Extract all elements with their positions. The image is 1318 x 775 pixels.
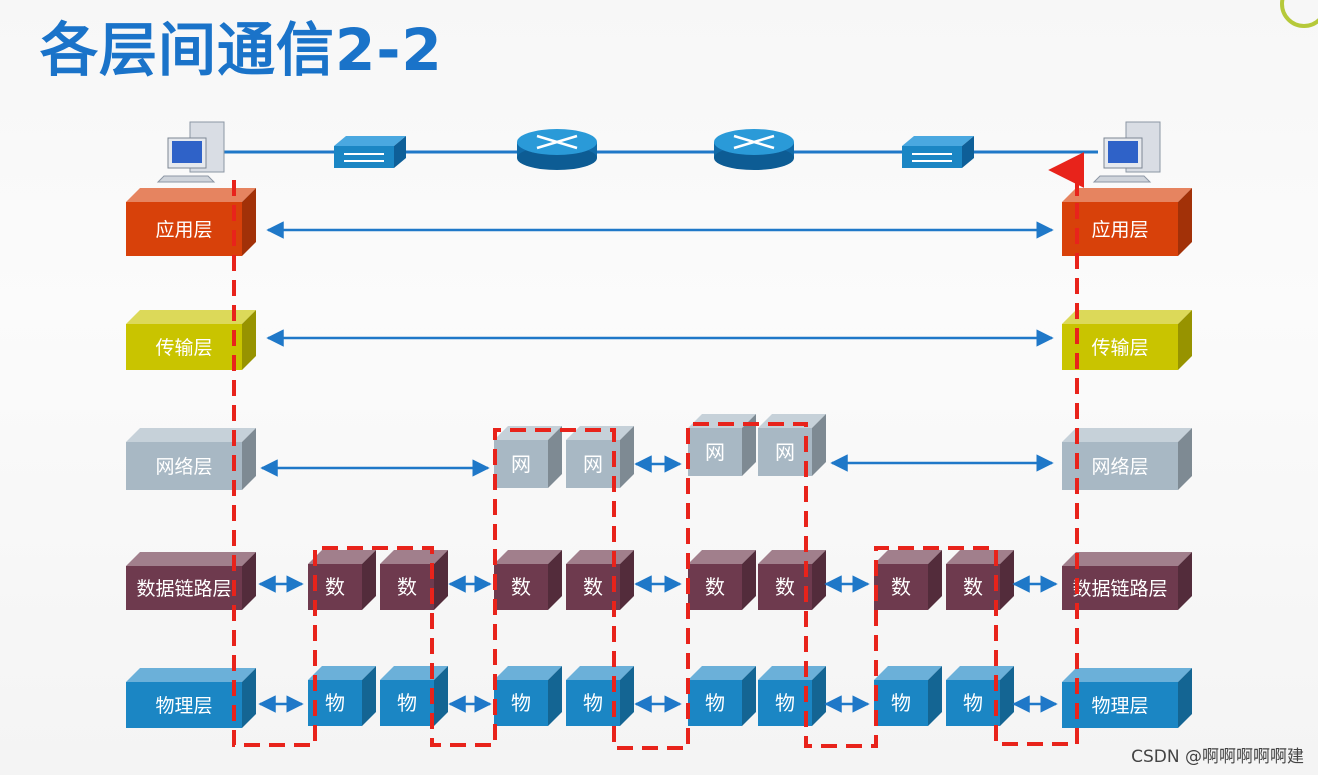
device-physical-block-4: 物 <box>566 666 634 726</box>
left-router-icon <box>517 129 597 170</box>
router-network-block-4-label: 网 <box>775 440 795 464</box>
right-host-transport-layer: 传输层 <box>1062 310 1192 370</box>
device-datalink-block-6-label: 数 <box>775 575 795 599</box>
device-physical-block-3-label: 物 <box>511 691 531 715</box>
device-datalink-block-1: 数 <box>308 550 376 610</box>
right-host-physical-layer: 物理层 <box>1062 668 1192 728</box>
device-physical-block-1: 物 <box>308 666 376 726</box>
device-datalink-block-8-label: 数 <box>963 575 983 599</box>
left-host-datalink-layer: 数据链路层 <box>126 552 256 610</box>
device-physical-block-8-label: 物 <box>963 691 983 715</box>
device-datalink-block-7-label: 数 <box>891 575 911 599</box>
device-datalink-block-5: 数 <box>688 550 756 610</box>
left-host-network-layer-label: 网络层 <box>155 456 212 478</box>
device-datalink-block-2-label: 数 <box>397 575 417 599</box>
left-host-app-layer: 应用层 <box>126 188 256 256</box>
left-host-transport-layer: 传输层 <box>126 310 256 370</box>
left-host-physical-layer-label: 物理层 <box>155 695 212 717</box>
device-physical-block-7-label: 物 <box>891 691 911 715</box>
router-network-block-1: 网 <box>494 426 562 488</box>
device-physical-block-1-label: 物 <box>325 691 345 715</box>
device-datalink-block-1-label: 数 <box>325 575 345 599</box>
device-physical-block-8: 物 <box>946 666 1014 726</box>
right-computer-icon <box>1092 121 1161 183</box>
device-physical-block-4-label: 物 <box>583 691 603 715</box>
left-computer-icon <box>156 121 225 183</box>
left-host-datalink-layer-label: 数据链路层 <box>136 578 231 600</box>
left-host-transport-layer-label: 传输层 <box>155 337 212 359</box>
device-physical-block-7: 物 <box>874 666 942 726</box>
right-host-network-layer: 网络层 <box>1062 428 1192 490</box>
left-host-network-layer: 网络层 <box>126 428 256 490</box>
device-physical-block-2: 物 <box>380 666 448 726</box>
device-datalink-block-5-label: 数 <box>705 575 725 599</box>
left-switch-icon <box>334 136 406 168</box>
device-physical-block-5-label: 物 <box>705 691 725 715</box>
right-host-datalink-layer-label: 数据链路层 <box>1072 578 1167 600</box>
device-datalink-block-4-label: 数 <box>583 575 603 599</box>
device-physical-block-2-label: 物 <box>397 691 417 715</box>
device-physical-block-3: 物 <box>494 666 562 726</box>
router-network-block-2: 网 <box>566 426 634 488</box>
device-datalink-block-3-label: 数 <box>511 575 531 599</box>
data-flow-path <box>232 178 1079 750</box>
left-host-physical-layer: 物理层 <box>126 668 256 728</box>
device-datalink-block-2: 数 <box>380 550 448 610</box>
router-network-block-2-label: 网 <box>583 452 603 476</box>
device-physical-block-6-label: 物 <box>775 691 795 715</box>
right-host-transport-layer-label: 传输层 <box>1091 337 1148 359</box>
corner-decoration <box>1280 0 1318 28</box>
device-datalink-block-6: 数 <box>758 550 826 610</box>
network-topology <box>156 121 1161 183</box>
router-network-block-3-label: 网 <box>705 440 725 464</box>
right-host-app-layer: 应用层 <box>1062 188 1192 256</box>
right-host-physical-layer-label: 物理层 <box>1091 695 1148 717</box>
device-physical-block-6: 物 <box>758 666 826 726</box>
device-datalink-block-3: 数 <box>494 550 562 610</box>
watermark: CSDN @啊啊啊啊啊建 <box>1131 747 1304 767</box>
device-datalink-block-7: 数 <box>874 550 942 610</box>
device-datalink-block-8: 数 <box>946 550 1014 610</box>
peer-arrows <box>258 221 1058 713</box>
right-host-network-layer-label: 网络层 <box>1091 456 1148 478</box>
device-physical-block-5: 物 <box>688 666 756 726</box>
right-host-app-layer-label: 应用层 <box>1091 219 1148 241</box>
device-datalink-block-4: 数 <box>566 550 634 610</box>
page-title: 各层间通信2-2 <box>40 16 443 84</box>
router-network-block-1-label: 网 <box>511 452 531 476</box>
right-switch-icon <box>902 136 974 168</box>
left-host-app-layer-label: 应用层 <box>155 219 212 241</box>
right-router-icon <box>714 129 794 170</box>
data-path <box>232 152 1085 750</box>
right-host-datalink-layer: 数据链路层 <box>1062 552 1192 610</box>
